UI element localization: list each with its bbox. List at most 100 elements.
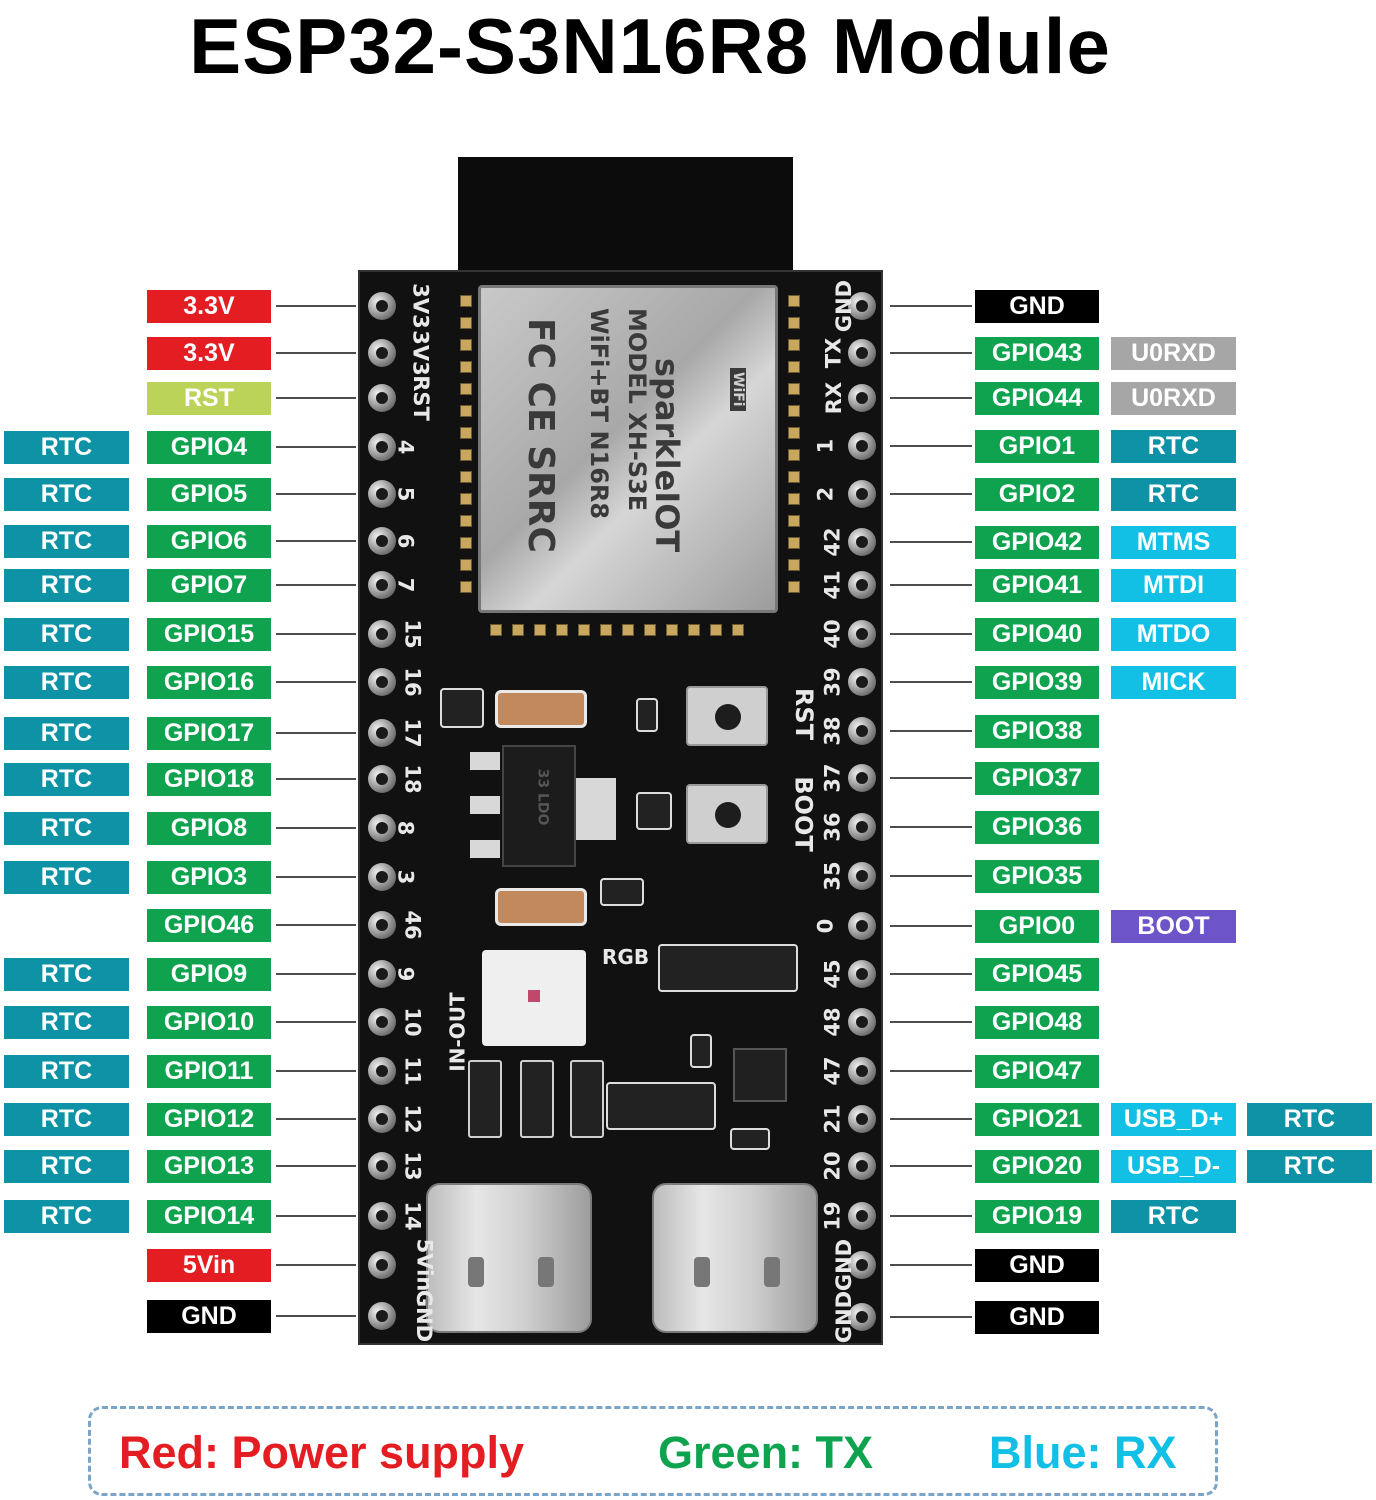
pin-leader-line bbox=[890, 1021, 972, 1023]
pin-label-left: GPIO10 bbox=[147, 1006, 271, 1039]
pin-silk-left: 4 bbox=[393, 439, 418, 455]
in-out-silk-label: IN-OUT bbox=[445, 992, 470, 1072]
pin-silk-left: 7 bbox=[393, 577, 418, 593]
smd-component bbox=[636, 698, 658, 732]
legend-green: Green: TX bbox=[658, 1427, 874, 1478]
pin-label-left: 3.3V bbox=[147, 337, 271, 370]
pin-silk-right: 2 bbox=[813, 486, 838, 502]
header-pin bbox=[368, 765, 396, 793]
usb-slot bbox=[694, 1257, 710, 1287]
header-pin bbox=[368, 384, 396, 412]
pin-leader-line bbox=[276, 446, 356, 448]
pin-function-right: MICK bbox=[1111, 666, 1236, 699]
header-pin bbox=[848, 480, 876, 508]
regulator-leg bbox=[470, 840, 500, 858]
pin-label-right: GPIO35 bbox=[975, 860, 1099, 893]
header-pin bbox=[368, 1251, 396, 1279]
pin-label-left: GPIO6 bbox=[147, 525, 271, 558]
capacitor bbox=[495, 888, 587, 926]
pin-label-left: GPIO11 bbox=[147, 1055, 271, 1088]
header-pin bbox=[848, 764, 876, 792]
pin-label-right: GPIO0 bbox=[975, 910, 1099, 943]
module-pad bbox=[460, 427, 472, 439]
pin-silk-left: 17 bbox=[400, 718, 425, 748]
header-pin bbox=[368, 911, 396, 939]
pin-silk-left: 3 bbox=[393, 869, 418, 885]
module-pad bbox=[788, 427, 800, 439]
diode bbox=[570, 1060, 604, 1138]
pin-function-right: RTC bbox=[1247, 1150, 1372, 1183]
usb-c-port-left[interactable] bbox=[426, 1183, 592, 1333]
pin-leader-line bbox=[890, 681, 972, 683]
header-pin bbox=[368, 527, 396, 555]
pin-silk-left: 5 bbox=[393, 486, 418, 502]
module-variant: WiFi+BT N16R8 bbox=[585, 308, 613, 520]
legend-blue: Blue: RX bbox=[989, 1427, 1177, 1478]
pin-leader-line bbox=[276, 876, 356, 878]
module-pad bbox=[666, 624, 678, 636]
pin-silk-left: GND bbox=[412, 1289, 437, 1343]
pin-leader-line bbox=[276, 352, 356, 354]
pin-leader-line bbox=[890, 445, 972, 447]
pin-leader-line bbox=[890, 352, 972, 354]
usb-hub-chip bbox=[733, 1048, 787, 1102]
module-pad bbox=[534, 624, 546, 636]
header-pin bbox=[848, 813, 876, 841]
header-pin bbox=[368, 814, 396, 842]
header-pin bbox=[848, 1008, 876, 1036]
pin-silk-right: 37 bbox=[820, 763, 845, 793]
header-pin bbox=[848, 571, 876, 599]
smd-array bbox=[658, 944, 798, 992]
pin-function-right: MTDI bbox=[1111, 569, 1236, 602]
rst-button[interactable] bbox=[686, 686, 768, 746]
pin-label-left: GPIO13 bbox=[147, 1150, 271, 1183]
pin-label-right: GPIO42 bbox=[975, 526, 1099, 559]
capacitor bbox=[495, 690, 587, 728]
pin-function-left: RTC bbox=[4, 763, 129, 796]
rst-silk-label: RST bbox=[790, 687, 819, 741]
header-pin bbox=[368, 1302, 396, 1330]
usb-slot bbox=[764, 1257, 780, 1287]
rgb-led bbox=[482, 950, 586, 1046]
boot-button[interactable] bbox=[686, 784, 768, 844]
smd-component bbox=[636, 792, 672, 830]
header-pin bbox=[848, 1152, 876, 1180]
pin-leader-line bbox=[890, 973, 972, 975]
pin-leader-line bbox=[890, 730, 972, 732]
header-pin bbox=[368, 620, 396, 648]
pin-silk-left: 12 bbox=[400, 1104, 425, 1134]
pin-function-left: RTC bbox=[4, 812, 129, 845]
pin-function-left: RTC bbox=[4, 861, 129, 894]
pin-silk-right: 42 bbox=[820, 527, 845, 557]
module-pad bbox=[460, 581, 472, 593]
header-pin bbox=[848, 1303, 876, 1331]
pin-leader-line bbox=[276, 778, 356, 780]
pin-leader-line bbox=[276, 1264, 356, 1266]
header-pin bbox=[368, 1152, 396, 1180]
pin-label-left: GND bbox=[147, 1300, 271, 1333]
header-pin bbox=[848, 1057, 876, 1085]
pin-label-left: GPIO8 bbox=[147, 812, 271, 845]
pin-label-right: GPIO44 bbox=[975, 382, 1099, 415]
pin-function-right: RTC bbox=[1247, 1103, 1372, 1136]
usb-c-port-right[interactable] bbox=[652, 1183, 818, 1333]
usb-slot bbox=[538, 1257, 554, 1287]
pin-leader-line bbox=[890, 397, 972, 399]
pin-function-left: RTC bbox=[4, 1200, 129, 1233]
pin-label-left: 5Vin bbox=[147, 1249, 271, 1282]
pin-silk-left: 18 bbox=[400, 764, 425, 794]
pin-function-left: RTC bbox=[4, 1150, 129, 1183]
pin-label-left: RST bbox=[147, 382, 271, 415]
module-pad bbox=[788, 405, 800, 417]
pin-silk-left: 3V3 bbox=[408, 283, 433, 329]
pin-label-left: GPIO14 bbox=[147, 1200, 271, 1233]
pin-silk-left: 6 bbox=[393, 533, 418, 549]
header-pin bbox=[368, 863, 396, 891]
pin-function-left: RTC bbox=[4, 717, 129, 750]
pin-leader-line bbox=[890, 1215, 972, 1217]
pin-label-left: GPIO12 bbox=[147, 1103, 271, 1136]
module-pad bbox=[788, 493, 800, 505]
pin-leader-line bbox=[276, 540, 356, 542]
pin-silk-right: 36 bbox=[820, 812, 845, 842]
rgb-silk-label: RGB bbox=[602, 945, 650, 969]
